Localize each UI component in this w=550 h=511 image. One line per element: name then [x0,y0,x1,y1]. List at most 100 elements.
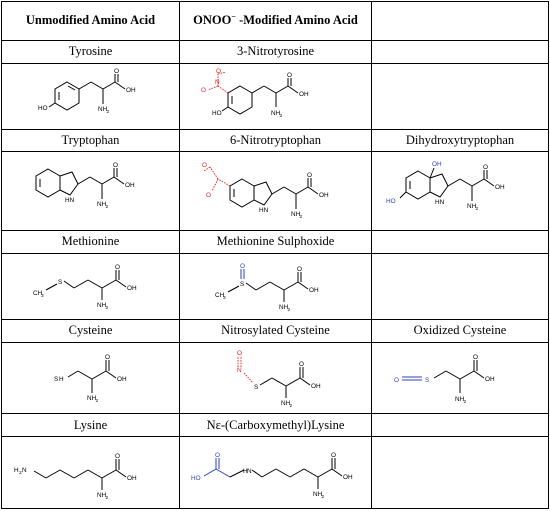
svg-text:HO: HO [386,198,396,205]
label-6-nitrotryptophan: 6-Nitrotryptophan [179,128,372,153]
svg-text:OH: OH [117,376,127,383]
svg-text:NH: NH [97,492,107,499]
svg-text:2: 2 [106,305,109,311]
svg-text:N: N [247,468,252,475]
svg-text:N: N [22,467,27,474]
header-modified: ONOO− -Modified Amino Acid [179,1,372,41]
svg-text:HO: HO [38,105,48,112]
svg-text:S: S [58,279,62,286]
svg-text:S: S [254,384,258,391]
svg-text:O: O [114,68,119,75]
svg-text:NH: NH [87,395,97,402]
svg-text:S: S [240,281,244,288]
label-empty [371,229,549,254]
svg-text:O: O [473,354,478,361]
svg-text:2: 2 [288,307,291,313]
svg-text:OH: OH [299,91,309,98]
svg-text:NH: NH [97,302,107,309]
svg-text:OH: OH [126,87,136,94]
svg-text:O: O [115,264,120,271]
svg-text:H: H [59,376,64,383]
svg-text:HO: HO [191,475,201,482]
svg-text:O: O [287,72,292,79]
svg-text:OH: OH [432,161,442,168]
svg-text:O: O [113,162,118,169]
svg-text:H: H [14,467,19,474]
svg-text:O: O [297,266,302,273]
label-row-methionine: Methionine Methionine Sulphoxide [1,229,549,254]
svg-text:OH: OH [127,475,137,482]
svg-text:NH: NH [467,203,477,210]
svg-text:3: 3 [223,295,226,301]
svg-text:N: N [215,79,220,86]
svg-text:O: O [215,452,220,459]
svg-text:O: O [206,192,211,199]
svg-text:NH: NH [281,400,291,407]
svg-text:NH: NH [455,396,465,403]
svg-text:2: 2 [322,494,325,500]
svg-text:O: O [216,68,221,75]
svg-text:OH: OH [343,474,353,481]
label-oxidized-cysteine: Oxidized Cysteine [371,318,549,343]
svg-text:H: H [243,468,248,475]
svg-text:NH: NH [279,304,289,311]
svg-text:NH: NH [97,201,107,208]
svg-text:NH: NH [313,491,323,498]
label-dihydroxytryptophan: Dihydroxytryptophan [371,128,549,153]
svg-text:O: O [240,263,245,270]
svg-text:S: S [54,376,58,383]
svg-text:O: O [483,164,488,171]
label-empty [371,413,549,438]
label-empty [371,39,549,64]
svg-text:NH: NH [98,106,108,113]
label-nitrosylated-cysteine: Nitrosylated Cysteine [179,318,372,343]
label-row-tyrosine: Tyrosine 3-Nitrotyrosine [1,39,549,64]
svg-text:O: O [201,87,206,94]
label-lysine: Lysine [1,413,180,438]
cell-empty [371,62,549,130]
header-unmodified: Unmodified Amino Acid [1,1,180,41]
header-row: Unmodified Amino Acid ONOO− -Modified Am… [1,1,549,41]
svg-text:O: O [394,377,399,384]
svg-text:CH: CH [33,290,43,297]
svg-text:2: 2 [106,204,109,210]
svg-text:OH: OH [125,182,135,189]
svg-text:O: O [202,162,207,169]
svg-text:OH: OH [485,376,495,383]
svg-text:2: 2 [19,470,22,476]
label-methionine-sulphoxide: Methionine Sulphoxide [179,229,372,254]
label-row-tryptophan: Tryptophan 6-Nitrotryptophan Dihydroxytr… [1,128,549,153]
svg-text:HO: HO [212,110,222,117]
cell-empty [371,436,549,509]
svg-text:2: 2 [107,109,110,115]
svg-text:NH: NH [291,211,301,218]
svg-text:2: 2 [290,403,293,409]
cell-empty [371,252,549,320]
svg-text:O: O [299,361,304,368]
svg-text:2: 2 [280,113,283,119]
svg-text:S: S [425,377,429,384]
